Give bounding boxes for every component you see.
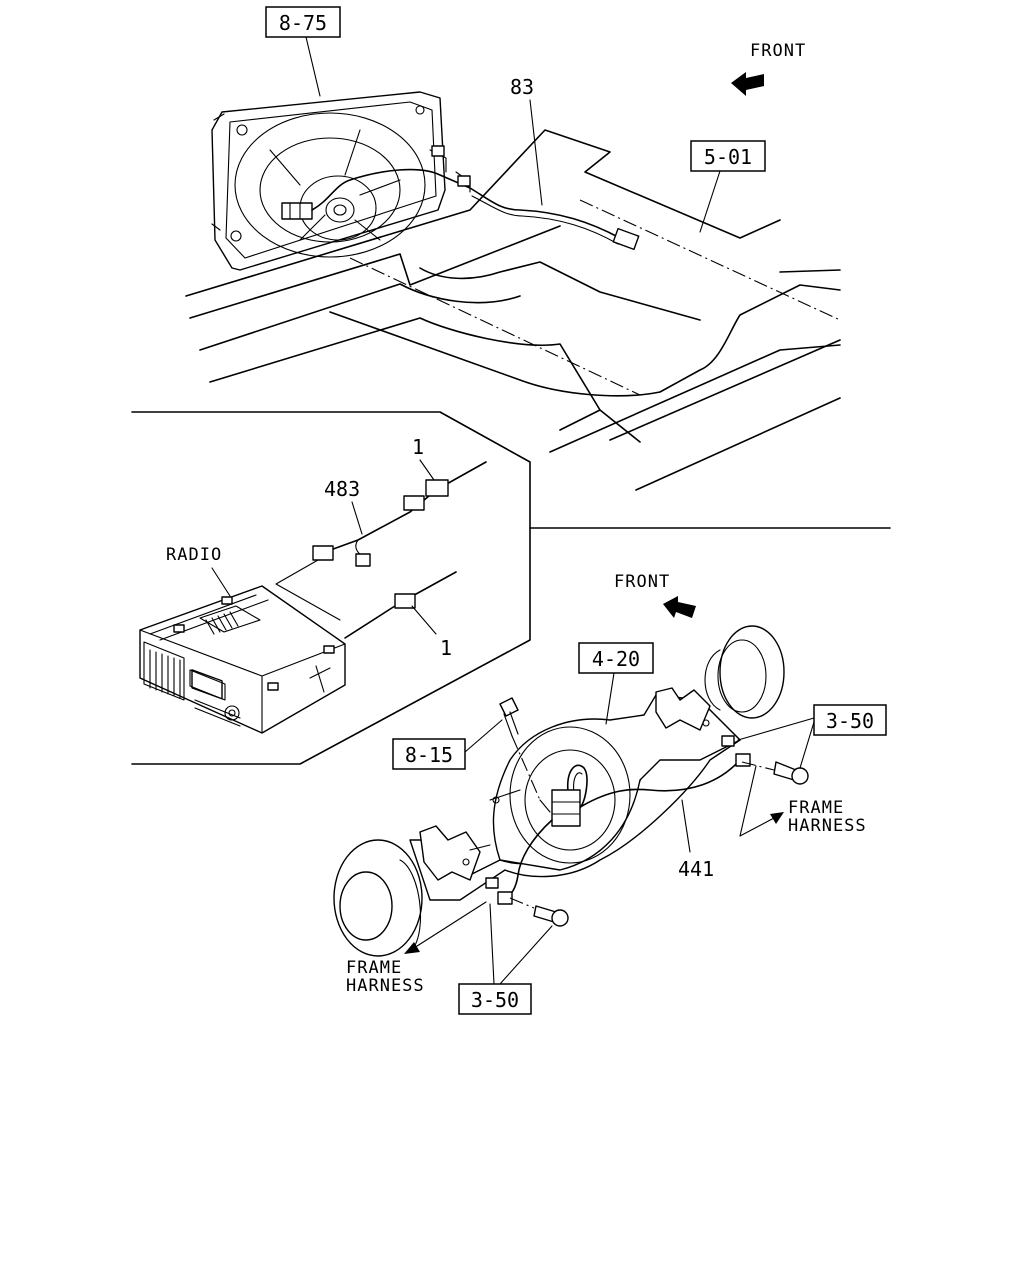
callout-3-50-right: 3-50 [737, 704, 887, 769]
bolt-right [741, 761, 809, 785]
callout-8-75: 8-75 [265, 6, 341, 97]
callout-83: 83 [510, 75, 543, 206]
callout-fan-ref: 8-75 [279, 11, 327, 35]
callout-441: 441 [678, 799, 714, 881]
frame-label-right: FRAME [788, 798, 844, 818]
callout-4-20: 4-20 [578, 642, 654, 725]
harness-441 [485, 735, 751, 905]
chassis-frame [185, 129, 841, 491]
callout-1-top: 1 [412, 435, 424, 459]
harness-483 [275, 461, 487, 621]
blower-fan-unit [211, 91, 471, 271]
callout-3-50-bottom: 3-50 [458, 903, 553, 1015]
callout-harness-ref-top: 83 [510, 75, 534, 99]
callout-8-15: 8-15 [392, 719, 503, 770]
harness-label-right: HARNESS [788, 816, 867, 836]
callout-1-bottom: 1 [440, 636, 452, 660]
frame-label-left: FRAME [346, 958, 402, 978]
top-section: FRONT 8-75 83 5-01 [185, 6, 841, 491]
frame-harness-right: FRAME HARNESS [739, 765, 867, 837]
callout-bolt-ref: 8-15 [405, 743, 453, 767]
callout-axle-ref: 4-20 [592, 647, 640, 671]
radio-label: RADIO [166, 545, 222, 565]
callout-harness-ref-bottom: 441 [678, 857, 714, 881]
radio-unit [139, 585, 346, 734]
callout-clip-ref-bottom: 3-50 [471, 988, 519, 1012]
connector-1-lower [344, 571, 457, 639]
sensor-assembly [539, 764, 588, 827]
radio-inset: RADIO 483 1 1 [131, 411, 891, 765]
front-label-bottom: FRONT [614, 572, 670, 592]
bottom-section: FRONT [333, 572, 887, 1015]
front-arrow-bottom: FRONT [614, 572, 696, 618]
callout-frame-ref: 5-01 [704, 145, 752, 169]
frame-harness-left: FRAME HARNESS [346, 901, 487, 996]
callout-clip-ref-right: 3-50 [826, 709, 874, 733]
harness-label-left: HARNESS [346, 976, 425, 996]
front-label-top: FRONT [750, 41, 806, 61]
callout-5-01: 5-01 [690, 140, 766, 233]
callout-483: 483 [324, 477, 360, 501]
front-arrow-top: FRONT [731, 41, 806, 96]
harness-83 [455, 171, 640, 251]
bolt-left [509, 897, 569, 927]
bolt-8-15 [499, 697, 541, 801]
